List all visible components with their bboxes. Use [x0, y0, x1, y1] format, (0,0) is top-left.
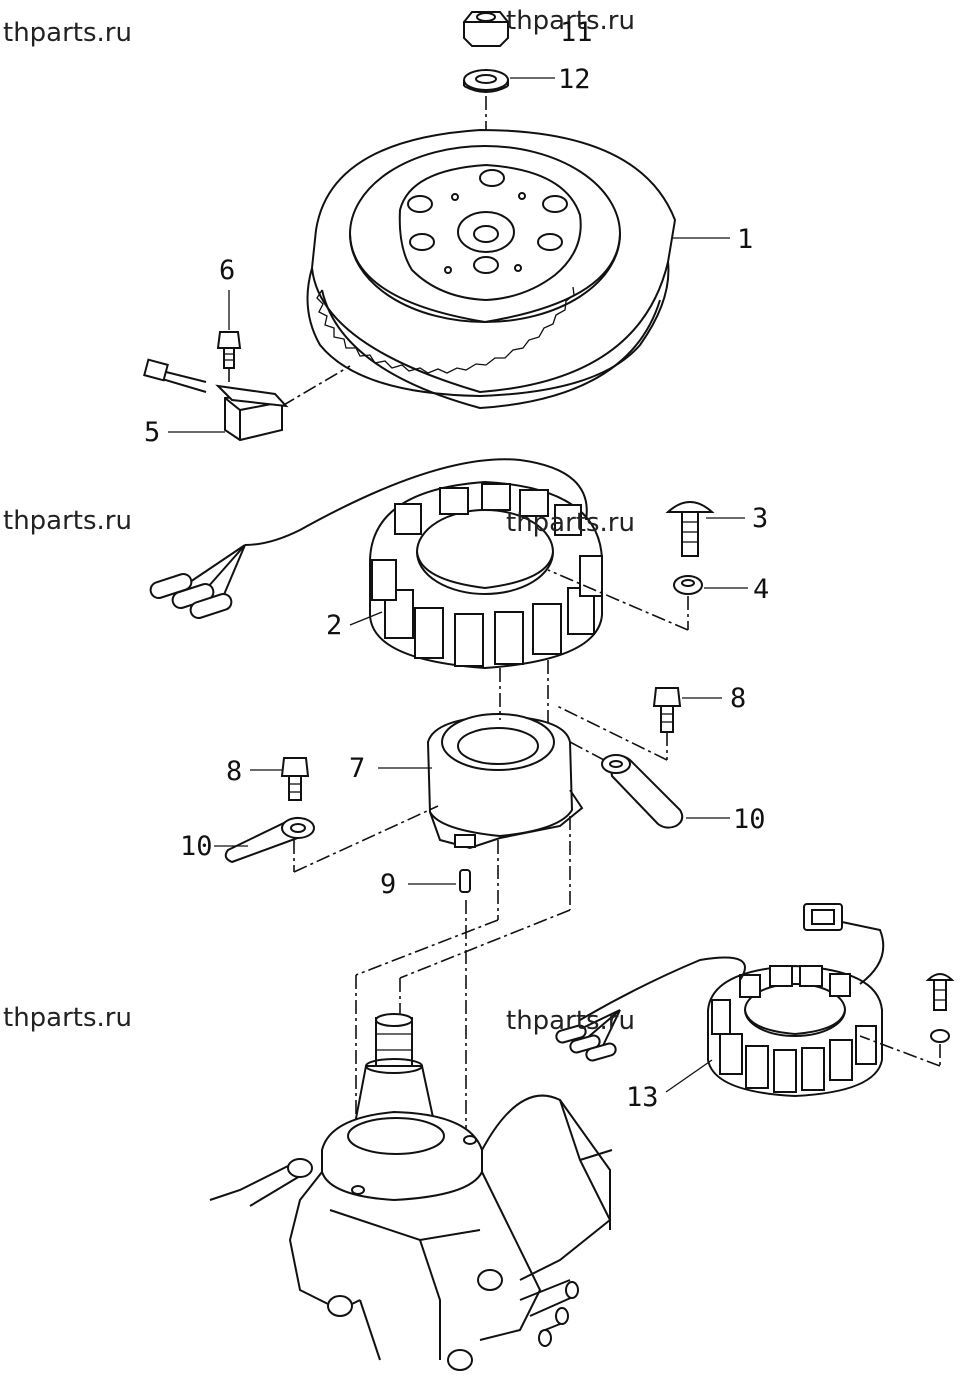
callout-8-left: 8	[226, 756, 243, 787]
callout-1: 1	[737, 224, 754, 255]
watermark-top-center: thparts.ru	[506, 6, 635, 36]
leader-13	[665, 1059, 713, 1093]
callout-6: 6	[219, 255, 236, 286]
part-13-stator-assembly-drawing	[555, 903, 955, 1098]
part-6-bolt-drawing	[216, 331, 242, 369]
callout-10-right: 10	[733, 804, 766, 835]
part-4-washer-drawing	[673, 575, 703, 595]
callout-10-left: 10	[180, 831, 213, 862]
part-7-coil-base-drawing	[426, 713, 584, 850]
part-5-pulser-coil-drawing	[143, 358, 289, 442]
part-8-right-bolt-drawing	[652, 687, 682, 733]
callout-5: 5	[144, 417, 161, 448]
ring-gear-teeth	[316, 286, 575, 374]
part-10-right-ground-lead-drawing	[601, 754, 684, 829]
callout-7: 7	[349, 753, 366, 784]
callout-13: 13	[626, 1082, 659, 1113]
callout-2: 2	[326, 610, 343, 641]
part-2-stator-drawing	[149, 458, 603, 670]
part-1-flywheel-drawing	[306, 128, 677, 410]
stator-pole-teeth	[371, 483, 603, 667]
part-8-left-bolt-drawing	[280, 757, 310, 801]
watermark-top-left: thparts.ru	[3, 18, 132, 48]
watermark-mid-center: thparts.ru	[506, 508, 635, 538]
callout-3: 3	[752, 503, 769, 534]
part-10-left-ground-lead-drawing	[224, 816, 315, 864]
watermark-lower-center: thparts.ru	[506, 1006, 635, 1036]
watermark-mid-left: thparts.ru	[3, 506, 132, 536]
callout-4: 4	[753, 574, 770, 605]
leader-2	[349, 611, 383, 626]
part-11-nut-drawing	[463, 11, 509, 47]
part-12-washer-drawing	[463, 69, 509, 93]
callout-12: 12	[558, 64, 591, 95]
part-3-screw-drawing	[665, 501, 715, 557]
watermark-lower-left: thparts.ru	[3, 1003, 132, 1033]
callout-8-right: 8	[730, 683, 747, 714]
crankcase-drawing	[209, 1013, 613, 1371]
callout-11: 11	[560, 17, 593, 48]
callout-9: 9	[380, 869, 397, 900]
part-9-dowel-pin-drawing	[459, 869, 471, 893]
